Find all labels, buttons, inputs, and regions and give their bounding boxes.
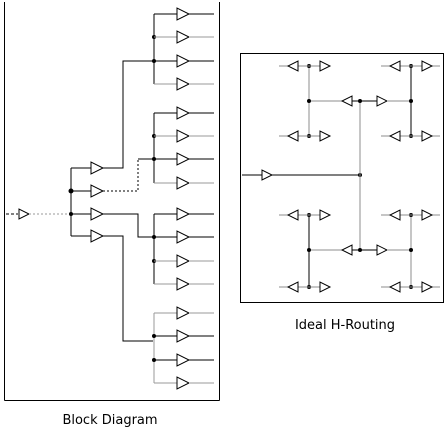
leaf-buffer-icon bbox=[176, 7, 191, 21]
leaf-buffer-icon bbox=[176, 152, 191, 166]
l1-buffer-icon-b bbox=[90, 184, 105, 198]
h-quadrant-top-right bbox=[381, 60, 440, 142]
leaf-groups bbox=[152, 7, 214, 390]
leaf-buffer-icon bbox=[176, 277, 191, 291]
leaf-buffer-icon bbox=[176, 329, 191, 343]
l1-buffer-icon-d bbox=[90, 229, 105, 243]
leaf-buffer-icon bbox=[286, 130, 299, 142]
leaf-buffer-icon bbox=[421, 130, 434, 142]
leaf-buffer-icon bbox=[286, 60, 299, 72]
leaf-group-4 bbox=[152, 306, 214, 390]
leaf-group-2 bbox=[152, 106, 214, 190]
level-1-routing bbox=[103, 60, 153, 342]
leaf-buffer-icon bbox=[176, 77, 191, 91]
leaf-buffer-icon bbox=[176, 306, 191, 320]
leaf-buffer-icon bbox=[421, 209, 434, 221]
root-buffer-stage bbox=[6, 208, 73, 220]
leaf-buffer-icon bbox=[319, 209, 332, 221]
leaf-buffer-icon bbox=[176, 54, 191, 68]
h-routing-bottom-bar bbox=[309, 244, 411, 256]
input-buffer-icon bbox=[261, 169, 274, 181]
leaf-buffer-icon bbox=[388, 281, 401, 293]
leaf-buffer-icon bbox=[421, 60, 434, 72]
level-1-stage bbox=[68, 161, 105, 243]
block-diagram bbox=[4, 2, 220, 401]
leaf-buffer-icon bbox=[176, 106, 191, 120]
leaf-buffer-icon bbox=[421, 281, 434, 293]
leaf-buffer-icon bbox=[286, 281, 299, 293]
leaf-buffer-icon bbox=[388, 60, 401, 72]
l1-buffer-icon-a bbox=[90, 161, 105, 175]
h-routing-frame bbox=[240, 53, 444, 303]
leaf-buffer-icon bbox=[176, 353, 191, 367]
leaf-group-3 bbox=[152, 207, 214, 291]
leaf-buffer-icon bbox=[176, 207, 191, 221]
leaf-buffer-icon bbox=[319, 130, 332, 142]
leaf-buffer-icon bbox=[176, 129, 191, 143]
h-routing-diagram bbox=[240, 53, 444, 303]
block-diagram-caption: Block Diagram bbox=[62, 413, 158, 428]
h-quadrant-bottom-right bbox=[381, 209, 440, 293]
leaf-buffer-icon bbox=[319, 281, 332, 293]
h-routing-input bbox=[242, 169, 362, 181]
leaf-buffer-icon bbox=[176, 254, 191, 268]
leaf-buffer-icon bbox=[319, 60, 332, 72]
h-quadrant-bottom-left bbox=[279, 209, 332, 293]
leaf-group-1 bbox=[152, 7, 214, 91]
l1-buffer-icon-c bbox=[90, 207, 105, 221]
l1-junction-a bbox=[68, 188, 74, 194]
leaf-buffer-icon bbox=[388, 209, 401, 221]
leaf-buffer-icon bbox=[176, 376, 191, 390]
block-diagram-frame bbox=[4, 2, 220, 401]
h-routing-top-bar bbox=[309, 95, 411, 107]
leaf-buffer-icon bbox=[388, 130, 401, 142]
h-routing-caption: Ideal H-Routing bbox=[294, 318, 396, 333]
h-quadrant-top-left bbox=[279, 60, 332, 142]
leaf-buffer-icon bbox=[176, 230, 191, 244]
root-buffer-icon bbox=[18, 208, 31, 220]
leaf-buffer-icon bbox=[286, 209, 299, 221]
leaf-buffer-icon bbox=[176, 176, 191, 190]
leaf-buffer-icon bbox=[176, 30, 191, 44]
